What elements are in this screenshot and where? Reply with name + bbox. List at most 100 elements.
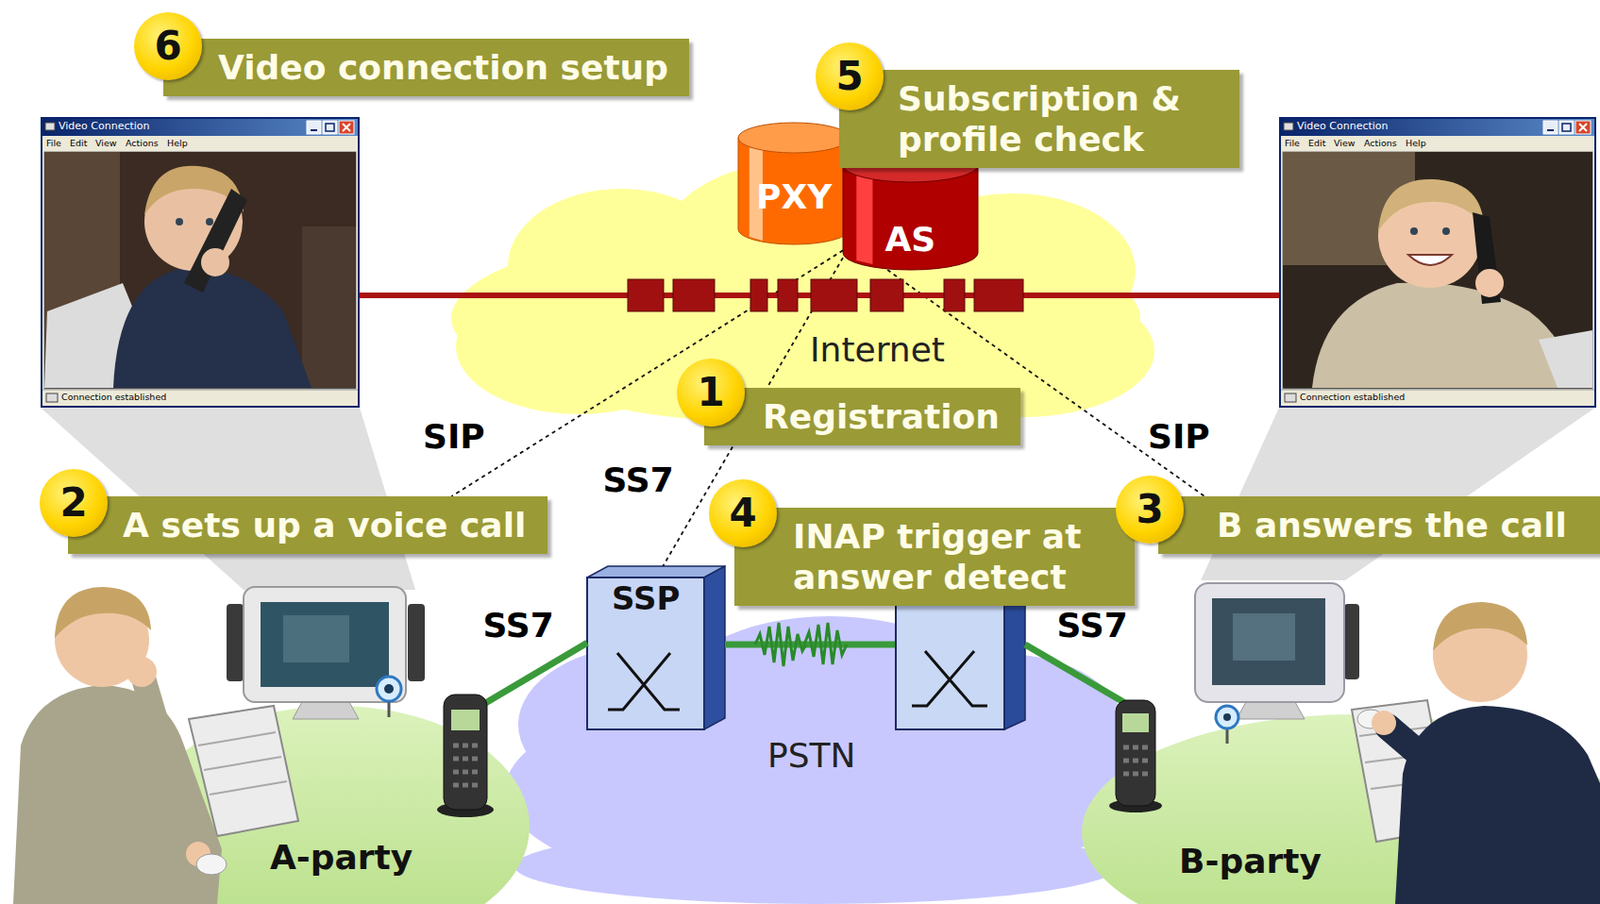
window-frame [1280, 117, 1596, 407]
cylinder-highlight [856, 174, 873, 265]
telephone [453, 745, 478, 786]
switch-symbol [895, 591, 1026, 602]
cylinder-top [738, 122, 850, 153]
telephone [1122, 713, 1149, 733]
callout-number: 4 [708, 479, 777, 548]
computer [198, 732, 287, 795]
video-photo [184, 188, 248, 293]
video-packets [810, 279, 858, 312]
switch-box [587, 577, 705, 730]
protocol-label: SIP [422, 417, 486, 456]
callout-number: 2 [39, 469, 108, 538]
video-packets [777, 279, 798, 312]
menu-item: Actions [125, 137, 159, 149]
child-figure [141, 672, 161, 737]
title-bar [42, 118, 358, 136]
window-button [1575, 120, 1591, 135]
computer [1344, 604, 1360, 680]
sip-link [451, 250, 843, 497]
video-packets [627, 279, 1024, 312]
telephone [1109, 799, 1163, 813]
callout-number: 3 [1115, 475, 1184, 544]
child-figure [1395, 706, 1600, 904]
step-callout: 1Registration [704, 387, 1021, 446]
voice-trunk [724, 641, 896, 649]
child-figure [1371, 710, 1397, 736]
computer [1195, 583, 1452, 843]
telephone [1115, 700, 1156, 807]
child-figure [196, 854, 227, 876]
cloud-shape [881, 654, 1128, 815]
child-figure [1387, 726, 1421, 756]
video-packets [943, 279, 965, 312]
title-bar [1280, 118, 1595, 136]
video-photo [1410, 227, 1418, 236]
child-figure [13, 587, 227, 904]
callout-text: B answers the call [1216, 505, 1567, 546]
menu-item: Edit [69, 137, 87, 149]
computer [243, 587, 406, 703]
video-packets [627, 279, 664, 312]
computer [283, 615, 350, 663]
video-photo [1475, 269, 1504, 298]
telephone [437, 694, 494, 818]
video-photo [144, 172, 243, 271]
computer [1195, 583, 1345, 703]
database-cylinder [738, 137, 850, 245]
switch-label: SSP [611, 579, 680, 618]
menu-item: View [1333, 137, 1356, 149]
cloud-shape [514, 828, 1119, 904]
window-frame [41, 117, 359, 407]
computer [1236, 702, 1305, 720]
computer [376, 676, 402, 702]
video-area [44, 151, 356, 389]
computer [384, 684, 394, 694]
step-callout: 3B answers the call [1158, 496, 1600, 555]
callout-text: Video connection setup [218, 47, 669, 88]
menu-item: File [1284, 137, 1300, 149]
child-figure [54, 587, 152, 639]
status-bar [42, 389, 358, 391]
telephone [451, 709, 480, 731]
minimize-glyph [1547, 129, 1554, 132]
step-callout: 4INAP trigger at answer detect [734, 507, 1135, 607]
video-photo [1378, 179, 1484, 232]
callout-text: Registration [762, 396, 1000, 438]
switch-symbol [911, 651, 988, 707]
voice-trunk [755, 623, 807, 667]
callout-number: 6 [134, 12, 203, 81]
step-callout: 2A sets up a voice call [67, 496, 548, 555]
protocol-label: SS7 [483, 606, 555, 645]
network-cloud: PSTNSSP [489, 602, 1144, 904]
video-photo [302, 226, 356, 388]
party-site [142, 706, 530, 904]
close-glyph [1579, 123, 1587, 132]
status-text: Connection established [1299, 391, 1405, 403]
ss7-link [662, 257, 843, 567]
video-photo [44, 151, 356, 388]
switch-symbol [1004, 591, 1026, 730]
menu-item: Help [1405, 137, 1427, 149]
menu-item: Help [167, 137, 188, 149]
child-figure [1357, 602, 1600, 904]
party-site: A-party [142, 704, 531, 904]
step-callout: 6Video connection setup [163, 38, 690, 97]
video-packets [750, 279, 768, 312]
window-title: Video Connection [1296, 119, 1389, 133]
computer [1351, 700, 1452, 843]
switch-box: SSP [587, 566, 725, 730]
video-packets [974, 279, 1024, 312]
video-photo [201, 248, 230, 277]
child-figure [126, 656, 157, 688]
video-photo [113, 269, 312, 388]
child-figure [1432, 607, 1528, 703]
close-glyph [342, 123, 351, 132]
child-figure [1357, 709, 1384, 729]
video-photo [1282, 151, 1415, 266]
video-photo [205, 218, 214, 226]
status-text: Connection established [61, 391, 167, 403]
video-photo [1282, 151, 1593, 388]
cloud-label: PSTN [767, 736, 856, 775]
callout-text: INAP trigger at answer detect [792, 516, 1114, 598]
